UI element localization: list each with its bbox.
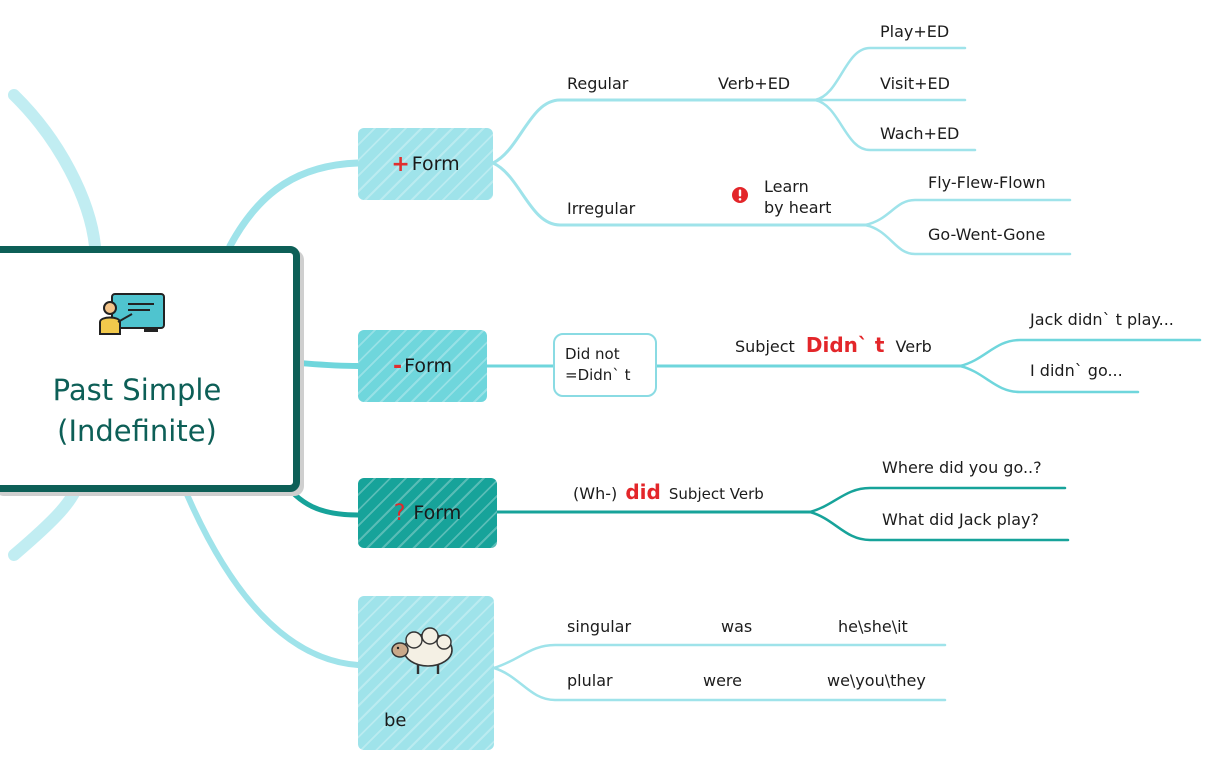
be-row1-form: was xyxy=(721,617,753,636)
teacher-board-icon xyxy=(99,293,165,335)
irregular-note-line1: Learn xyxy=(764,177,809,196)
minus-sign: - xyxy=(392,353,403,379)
central-topic-box[interactable] xyxy=(0,246,300,492)
question-form-label: Form xyxy=(413,502,462,524)
question-example-2: What did Jack play? xyxy=(882,510,1040,529)
sheep-icon xyxy=(391,627,453,674)
be-row1-pronouns: he\she\it xyxy=(838,617,908,636)
regular-label: Regular xyxy=(567,74,629,93)
be-row2-pronouns: we\you\they xyxy=(827,671,926,690)
regular-example-3: Wach+ED xyxy=(880,124,960,143)
question-rule-prefix: (Wh-) xyxy=(573,484,618,503)
regular-example-1: Play+ED xyxy=(880,22,950,41)
be-row1-number: singular xyxy=(567,617,632,636)
negative-rule: Subject Didn` t Verb xyxy=(735,333,932,357)
negative-example-1: Jack didn` t play... xyxy=(1030,310,1174,329)
irregular-example-2: Go-Went-Gone xyxy=(928,225,1046,244)
irregular-example-1: Fly-Flew-Flown xyxy=(928,173,1046,192)
regular-example-2: Visit+ED xyxy=(880,74,950,93)
minus-form-label: Form xyxy=(404,355,452,377)
question-rule-aux: did xyxy=(625,480,661,504)
plus-sign: + xyxy=(391,151,410,177)
question-form-node[interactable]: ? Form xyxy=(358,478,497,548)
question-rule-rest: Subject Verb xyxy=(668,485,764,503)
be-row2-number: plular xyxy=(567,671,613,690)
question-example-1: Where did you go..? xyxy=(882,458,1042,477)
irregular-label: Irregular xyxy=(567,199,636,218)
plus-form-node[interactable]: + Form xyxy=(358,128,493,200)
negative-rule-verb: Verb xyxy=(895,337,932,356)
did-not-line1: Did not xyxy=(565,345,620,363)
negative-rule-subject: Subject xyxy=(735,337,795,356)
did-not-box[interactable]: Did not =Didn` t xyxy=(553,333,657,397)
be-label: be xyxy=(384,710,407,731)
minus-form-node[interactable]: - Form xyxy=(358,330,487,402)
negative-example-2: I didn` go... xyxy=(1030,361,1123,380)
central-title: Past Simple (Indefinite) xyxy=(22,370,252,452)
did-not-line2: =Didn` t xyxy=(565,366,631,384)
plus-form-label: Form xyxy=(411,153,460,175)
negative-rule-aux: Didn` t xyxy=(805,333,885,357)
regular-rule: Verb+ED xyxy=(718,74,791,93)
central-title-line2: (Indefinite) xyxy=(57,414,217,448)
exclamation-icon xyxy=(732,187,748,203)
question-sign: ? xyxy=(393,500,406,526)
irregular-note: Learn by heart xyxy=(764,176,831,218)
central-title-line1: Past Simple xyxy=(52,373,222,407)
be-node[interactable]: be xyxy=(358,596,494,750)
question-rule: (Wh-) did Subject Verb xyxy=(573,480,764,504)
irregular-note-line2: by heart xyxy=(764,198,832,217)
be-row2-form: were xyxy=(703,671,742,690)
